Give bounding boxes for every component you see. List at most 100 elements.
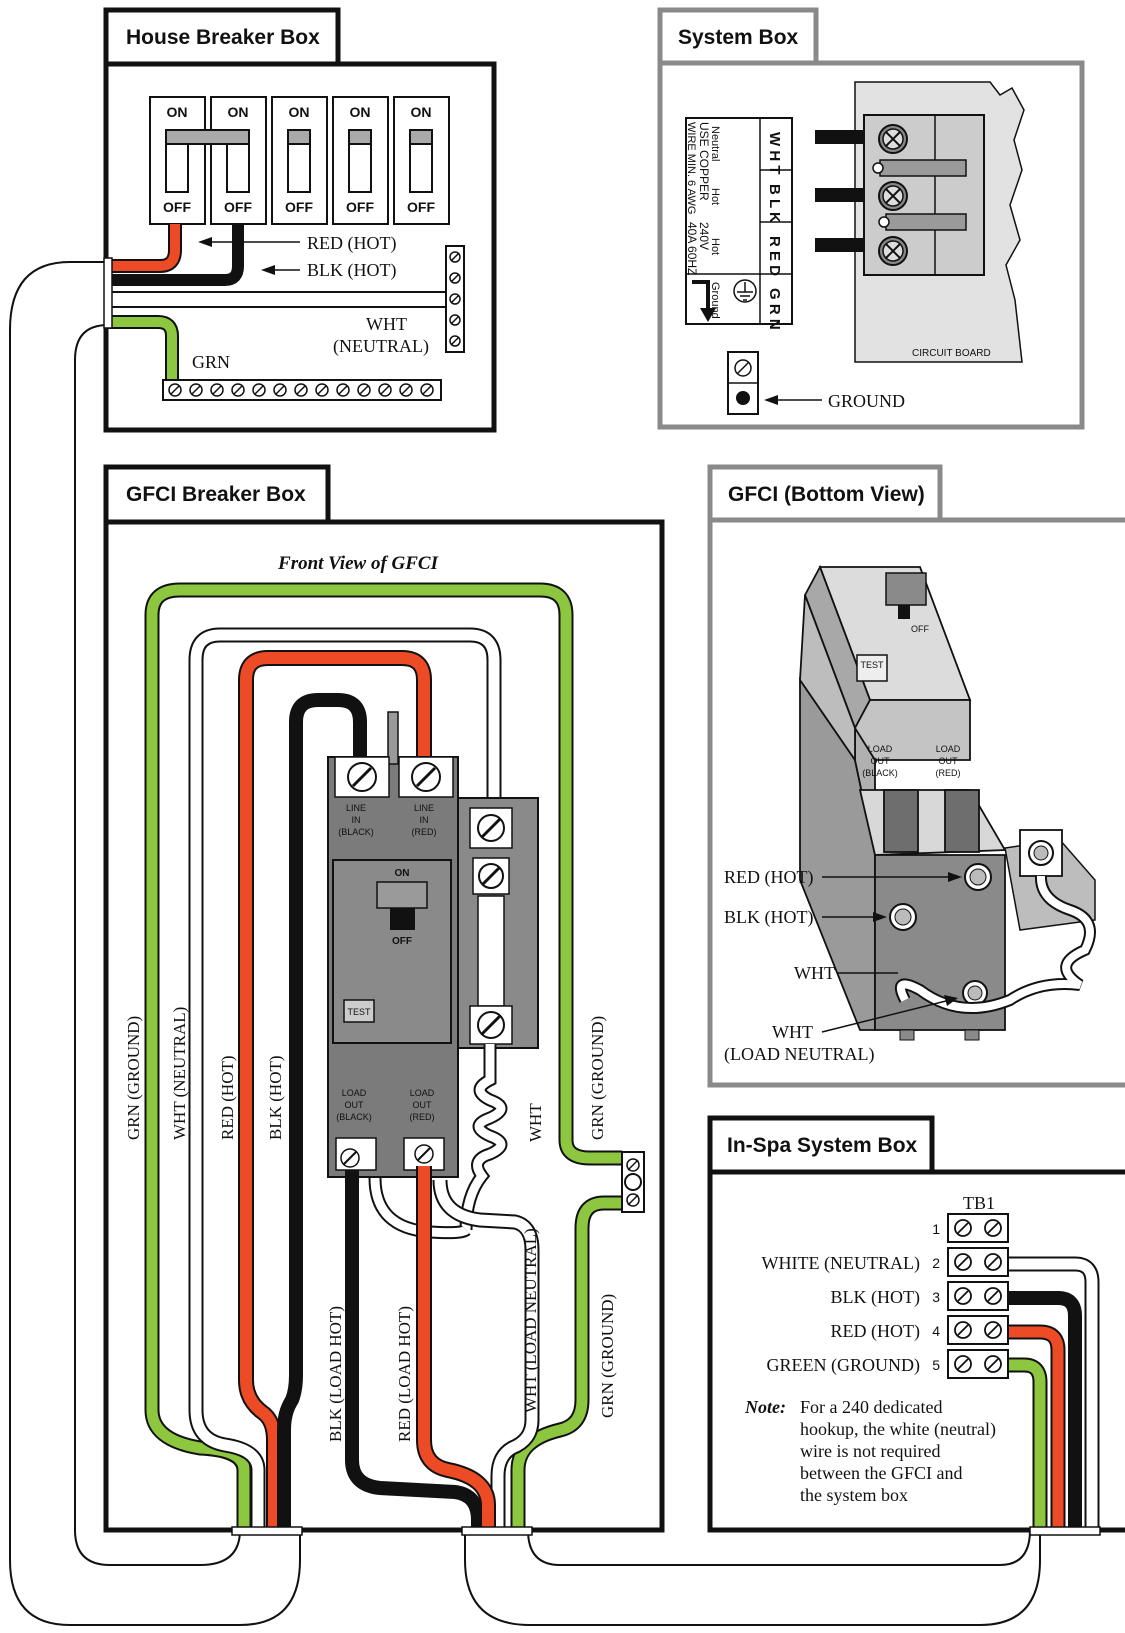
load-out-black-1: LOAD [342,1088,367,1098]
tb1-terminal-label: RED (HOT) [831,1321,920,1342]
label-red-hot: RED (HOT) [218,1055,237,1140]
ground-bar-screw [189,383,203,397]
switch-1-on: ON [167,104,188,120]
switch-5-on: ON [411,104,432,120]
bottom-wht-label: WHT [794,963,835,983]
sys-wire-2 [815,188,865,202]
ground-bar-screw [231,383,245,397]
switch-3-on: ON [289,104,310,120]
bottom-load-black-2: OUT [871,756,891,766]
ground-bar-screw [273,383,287,397]
ground-arrow-icon [692,280,710,314]
switch-4-off: OFF [346,199,374,215]
conduit-gfci-spa-outer [464,1530,1041,1626]
note-line-3: wire is not required [800,1441,940,1461]
ground-bar-screw [336,383,350,397]
gfci-neutral-bar [457,797,539,1049]
breaker-switch-4[interactable]: ON OFF [332,96,389,225]
bottom-load-black-3: (BLACK) [862,768,898,778]
term-letters-grn: G R N [766,288,783,330]
gfci-bottom-view-box: GFCI (Bottom View) OFF TEST LOAD OUT (BL… [707,464,1125,1088]
conduit-house-gfci-outer [9,261,301,1626]
spa-fitting [1029,1526,1101,1536]
inspa-title: In-Spa System Box [727,1134,918,1157]
line-in-black-1: LINE [346,803,366,813]
bottom-load-red-1: LOAD [936,744,961,754]
gfci-device-front: LINE IN (BLACK) LINE IN (RED) ON OFF TES… [327,711,459,1178]
house-fitting [103,257,113,329]
breaker-switch-3[interactable]: ON OFF [271,96,328,225]
line-in-black-3: (BLACK) [338,827,374,837]
note-line-4: between the GFCI and [800,1463,962,1483]
load-out-red-3: (RED) [410,1112,435,1122]
ground-bar-screw [210,383,224,397]
term-letters-red: R E D [766,236,783,276]
tb1-label: TB1 [963,1193,995,1213]
bottom-off-handle[interactable] [885,572,927,606]
house-breaker-box: House Breaker Box ON OFF ON OFF ON [103,7,497,433]
tb1-terminal-number: 4 [932,1323,940,1339]
line-in-red-2: IN [420,815,429,825]
system-ground-lug [727,351,759,415]
bottom-red-hot-label: RED (HOT) [724,867,813,888]
load-out-black-screw [340,1148,360,1168]
gfci-test-label: TEST [347,1007,371,1017]
breaker-switches: ON OFF ON OFF ON OFF ON [149,96,450,225]
breaker-switch-2[interactable]: ON OFF [210,96,267,225]
bottom-load-black-1: LOAD [868,744,893,754]
term-small-hot-1: Hot [709,188,721,205]
note-line-5: the system box [800,1485,908,1505]
note-line-1: For a 240 dedicated [800,1397,942,1417]
term-letters-blk: B L K [766,184,783,223]
house-blk-wire [108,224,244,286]
jumper-1 [879,159,967,177]
bottom-test-button[interactable] [856,654,888,682]
system-box: System Box CIRCUIT BOARD USE COPPER WIRE… [657,7,1085,430]
note-label: Note: [744,1397,786,1417]
bottom-test-label: TEST [860,660,884,670]
label-wht: WHT [526,1103,545,1142]
circuit-board-label: CIRCUIT BOARD [912,348,991,359]
gfci-handle[interactable] [376,881,428,909]
switch-3-off: OFF [285,199,313,215]
breaker-switch-5[interactable]: ON OFF [393,96,450,225]
house-blk-label: BLK (HOT) [307,260,396,281]
tb1-terminal-number: 2 [932,1255,940,1271]
tb1-terminal-number: 3 [932,1289,940,1305]
line-in-red-screw [411,762,441,792]
gfci-test-button[interactable] [343,999,375,1023]
switch-2-on: ON [228,104,249,120]
label-wht-neutral: WHT (NEUTRAL) [170,1007,189,1140]
switch-tie-bar [165,129,250,145]
switch-2-off: OFF [224,199,252,215]
load-out-black-3: (BLACK) [336,1112,372,1122]
switch-5-off: OFF [407,199,435,215]
spec-line-3: 240V [697,222,711,250]
tb1-terminal-1: 1 [932,1213,1009,1243]
load-out-red-screw [414,1144,434,1164]
gfci-breaker-box: GFCI Breaker Box Front View of GFCI LINE… [103,464,665,1533]
gfci-bottom-tab [707,464,943,524]
bottom-load-red-2: OUT [939,756,959,766]
term-small-hot-2: Hot [709,238,721,255]
switch-4-on: ON [350,104,371,120]
breaker-switch-1[interactable]: ON OFF [149,96,206,225]
label-blk-hot: BLK (HOT) [266,1055,285,1140]
line-in-black-2: IN [352,815,361,825]
tb1-terminal-label: GREEN (GROUND) [767,1355,920,1376]
line-in-black-screw [347,762,377,792]
gfci-box-tab [103,464,331,526]
gfci-off-label: OFF [392,936,412,947]
conduit-lines [9,261,1041,1626]
ground-terminal-bar [162,379,442,401]
ground-bar-screw [168,383,182,397]
label-grn-ground-bottom: GRN (GROUND) [598,1294,617,1418]
house-box-title: House Breaker Box [126,26,320,49]
board-screw-2 [878,181,908,211]
tb1-terminal-4: 4 RED (HOT) [831,1315,1009,1345]
gfci-blk-load-wire [345,1170,485,1528]
